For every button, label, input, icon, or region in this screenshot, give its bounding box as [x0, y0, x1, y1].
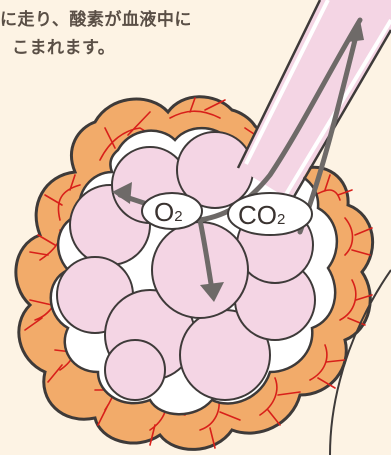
- oxygen-label: O2: [142, 193, 202, 229]
- co2-label: CO2: [228, 193, 312, 235]
- oxygen-subscript: 2: [174, 208, 182, 225]
- oxygen-symbol: O: [154, 197, 174, 227]
- alveolus: [152, 222, 248, 318]
- co2-subscript: 2: [277, 211, 285, 228]
- alveolus: [105, 340, 165, 400]
- co2-symbol: CO: [238, 200, 277, 230]
